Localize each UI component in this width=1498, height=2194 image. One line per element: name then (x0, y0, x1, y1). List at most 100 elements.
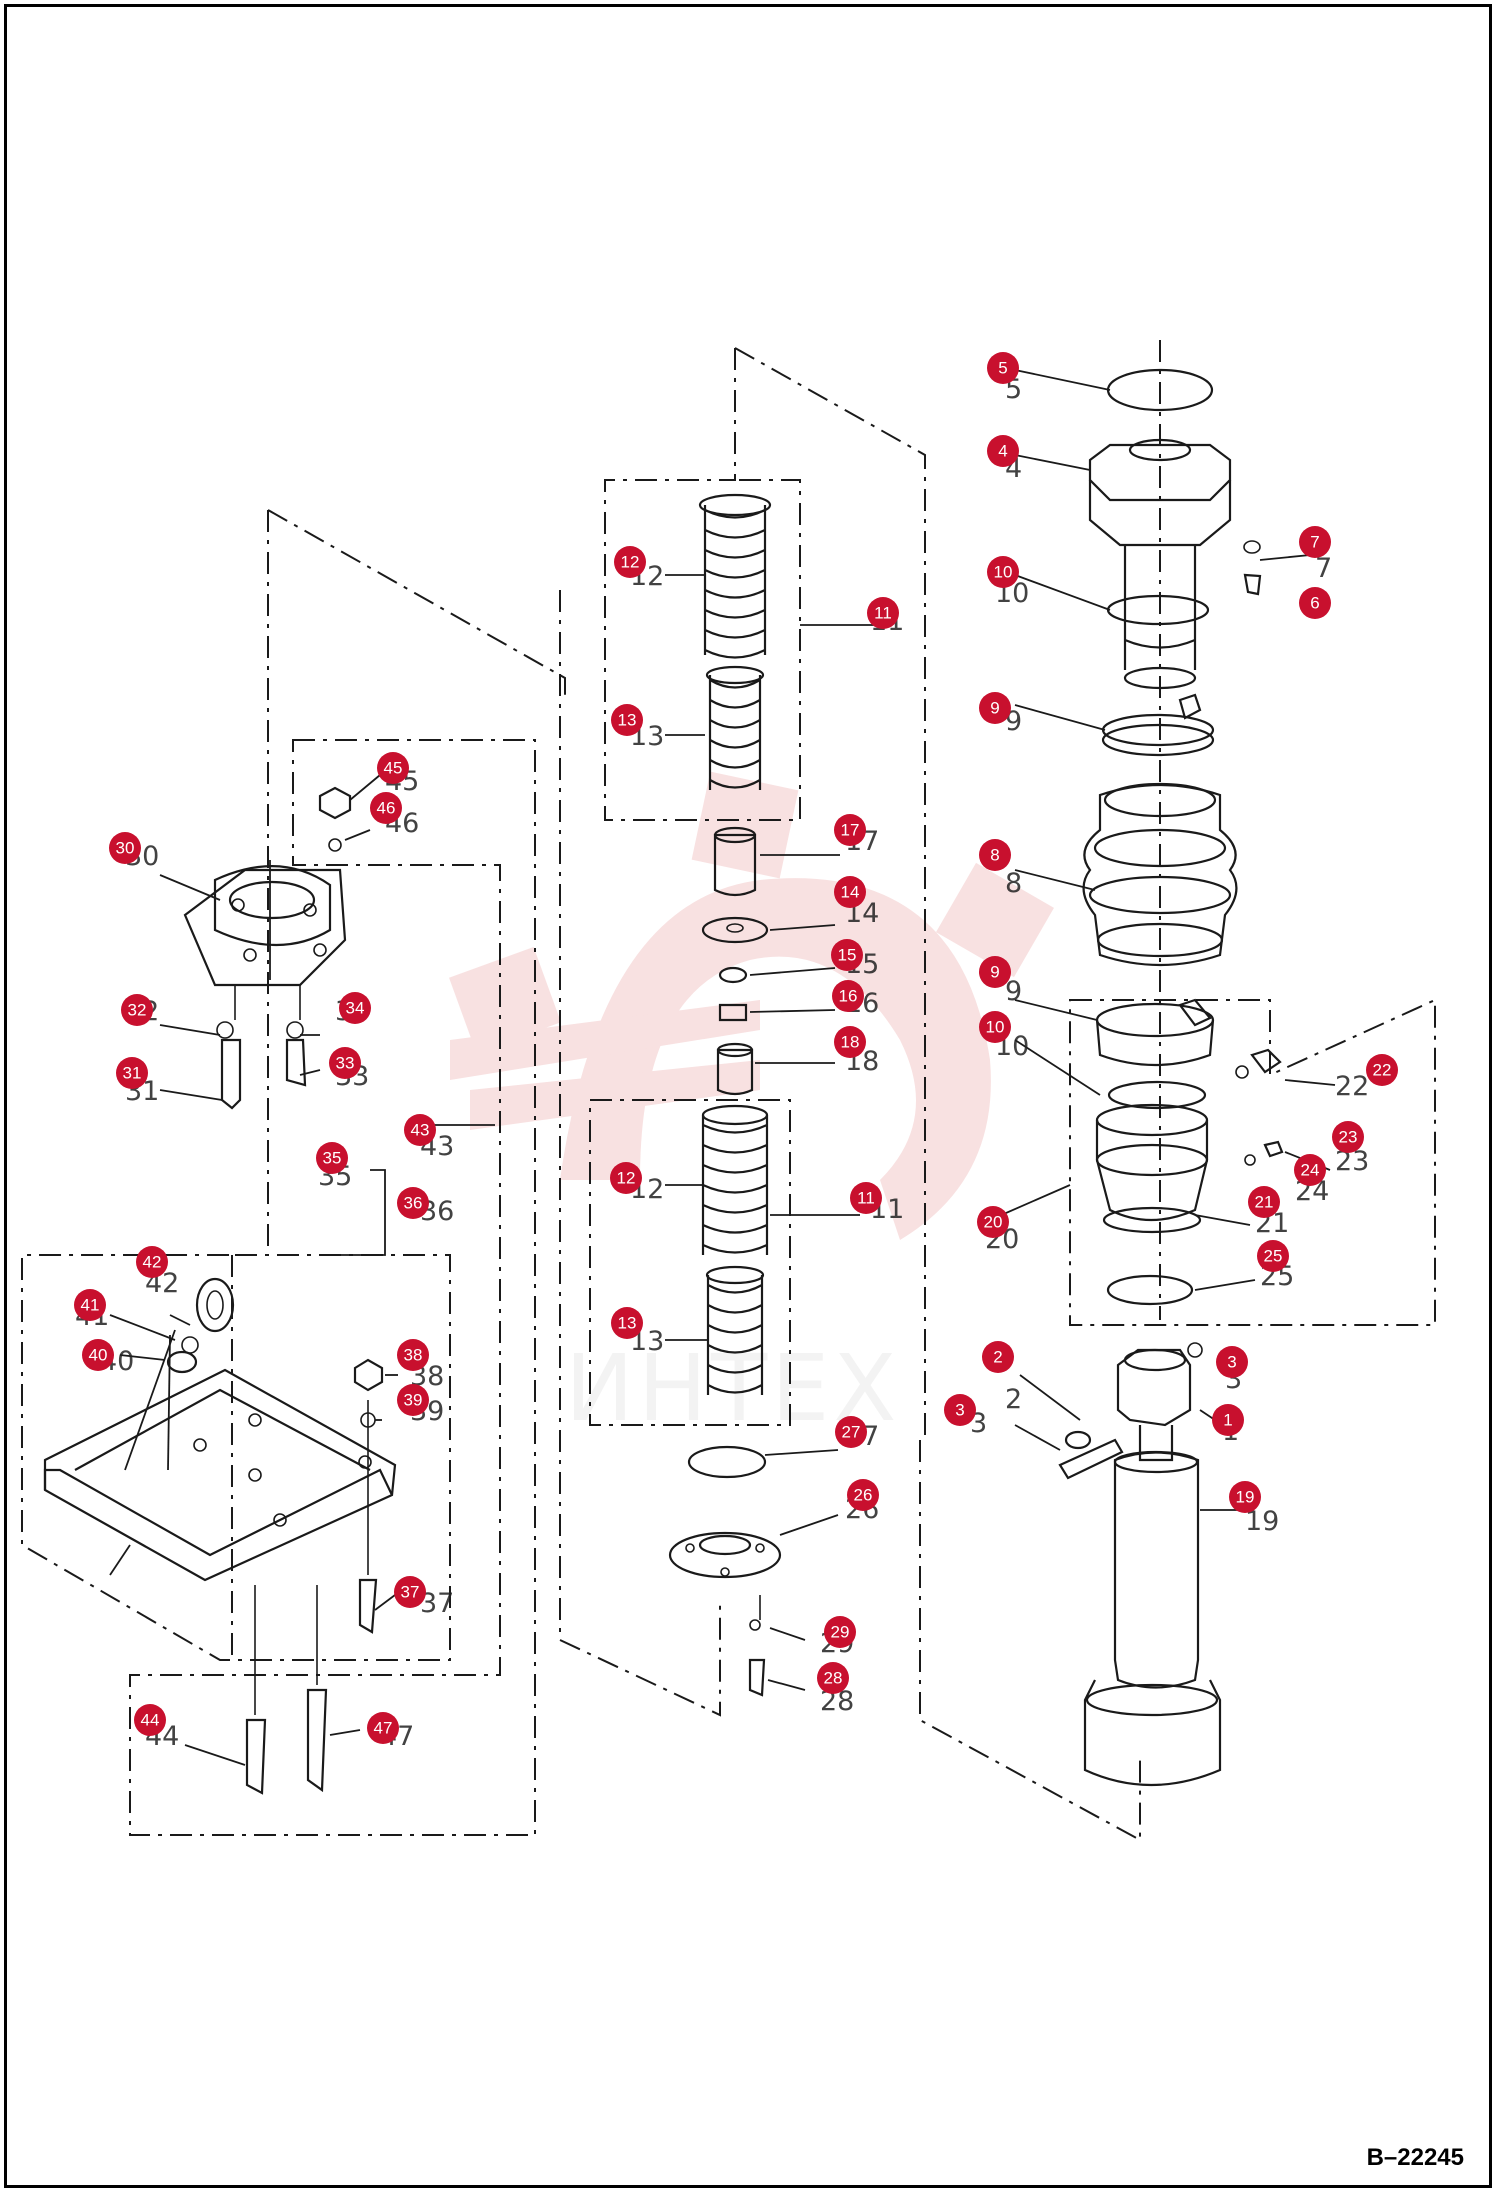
callout-44[interactable]: 44 (134, 1704, 166, 1736)
callout-23[interactable]: 23 (1332, 1121, 1364, 1153)
part-seat-handle-nut (166, 1277, 235, 1374)
callout-36[interactable]: 36 (397, 1187, 429, 1219)
svg-text:10: 10 (994, 563, 1013, 582)
callout-12b[interactable]: 12 (610, 1162, 642, 1194)
svg-text:30: 30 (116, 839, 135, 858)
callout-13b[interactable]: 13 (611, 1307, 643, 1339)
callout-37[interactable]: 37 (394, 1576, 426, 1608)
svg-text:19: 19 (1236, 1488, 1255, 1507)
svg-text:46: 46 (377, 799, 396, 818)
callout-3a[interactable]: 3 (1216, 1346, 1248, 1378)
callout-19[interactable]: 19 (1229, 1481, 1261, 1513)
callout-17[interactable]: 17 (834, 814, 866, 846)
callout-34[interactable]: 34 (339, 992, 371, 1024)
svg-text:24: 24 (1301, 1161, 1320, 1180)
callout-3b[interactable]: 3 (944, 1394, 976, 1426)
svg-text:23: 23 (1339, 1128, 1358, 1147)
svg-text:27: 27 (842, 1423, 861, 1442)
drawing-number: B–22245 (1366, 2144, 1464, 2171)
svg-text:36: 36 (404, 1194, 423, 1213)
callout-25[interactable]: 25 (1257, 1240, 1289, 1272)
callout-13a[interactable]: 13 (611, 704, 643, 736)
callout-38[interactable]: 38 (397, 1339, 429, 1371)
svg-text:20: 20 (984, 1213, 1003, 1232)
callout-10b[interactable]: 10 (979, 1011, 1011, 1043)
callout-4[interactable]: 4 (987, 435, 1019, 467)
part-side-screw (1243, 540, 1262, 596)
callout-10a[interactable]: 10 (987, 556, 1019, 588)
svg-text:35: 35 (323, 1149, 342, 1168)
callout-5[interactable]: 5 (987, 352, 1019, 384)
svg-text:9: 9 (990, 699, 999, 718)
callout-27[interactable]: 27 (835, 1416, 867, 1448)
part-flange-bolts (216, 985, 307, 1110)
callout-20[interactable]: 20 (977, 1206, 1009, 1238)
callouts: 1 2 3 3 4 5 6 7 8 9 9 10 10 11 11 12 12 … (74, 352, 1398, 1744)
svg-text:33: 33 (336, 1054, 355, 1073)
svg-text:13: 13 (618, 1314, 637, 1333)
callout-39[interactable]: 39 (397, 1384, 429, 1416)
part-lower-springs (701, 1104, 769, 1395)
callout-15[interactable]: 15 (831, 939, 863, 971)
svg-text:10: 10 (986, 1018, 1005, 1037)
watermark-logo: ИНТЕХ (449, 771, 1054, 1442)
callout-47[interactable]: 47 (367, 1712, 399, 1744)
callout-22[interactable]: 22 (1366, 1054, 1398, 1086)
svg-text:5: 5 (998, 359, 1007, 378)
callout-33[interactable]: 33 (329, 1047, 361, 1079)
part-bellows (1082, 782, 1238, 967)
svg-text:16: 16 (839, 987, 858, 1006)
callout-7[interactable]: 7 (1299, 526, 1331, 558)
callout-28[interactable]: 28 (817, 1662, 849, 1694)
callout-16[interactable]: 16 (832, 980, 864, 1012)
part-center-bushings (701, 826, 769, 1096)
svg-text:44: 44 (141, 1711, 160, 1730)
callout-21[interactable]: 21 (1248, 1186, 1280, 1218)
svg-text:9: 9 (1005, 976, 1022, 1007)
callout-40[interactable]: 40 (82, 1339, 114, 1371)
callout-9a[interactable]: 9 (979, 692, 1011, 724)
svg-text:3: 3 (955, 1401, 964, 1420)
callout-29[interactable]: 29 (824, 1616, 856, 1648)
part-lower-clamp (1095, 998, 1215, 1110)
drawing-frame (4, 4, 1492, 2188)
callout-30[interactable]: 30 (109, 832, 141, 864)
callout-31[interactable]: 31 (116, 1057, 148, 1089)
svg-text:45: 45 (384, 759, 403, 778)
callout-42[interactable]: 42 (136, 1246, 168, 1278)
svg-text:2: 2 (1005, 1384, 1022, 1415)
svg-text:7: 7 (1315, 553, 1332, 584)
svg-text:11: 11 (857, 1189, 875, 1208)
callout-46[interactable]: 46 (370, 792, 402, 824)
callout-2[interactable]: 2 (982, 1341, 1014, 1373)
svg-text:21: 21 (1255, 1193, 1274, 1212)
svg-text:6: 6 (1310, 594, 1319, 613)
svg-text:31: 31 (123, 1064, 142, 1083)
svg-text:28: 28 (824, 1669, 843, 1688)
callout-14[interactable]: 14 (834, 876, 866, 908)
callout-35[interactable]: 35 (316, 1142, 348, 1174)
callout-24[interactable]: 24 (1294, 1154, 1326, 1186)
svg-text:4: 4 (998, 442, 1007, 461)
callout-26[interactable]: 26 (847, 1479, 879, 1511)
svg-text:11: 11 (874, 604, 892, 623)
svg-text:12: 12 (621, 553, 640, 572)
svg-text:14: 14 (841, 883, 860, 902)
part-upper-clamp (1101, 693, 1215, 757)
svg-text:2: 2 (993, 1348, 1002, 1367)
callout-12a[interactable]: 12 (614, 546, 646, 578)
callout-11a[interactable]: 11 (867, 597, 899, 629)
callout-43[interactable]: 43 (404, 1114, 436, 1146)
callout-11b[interactable]: 11 (850, 1182, 882, 1214)
part-upper-springs (698, 493, 772, 790)
callout-18[interactable]: 18 (834, 1026, 866, 1058)
callout-41[interactable]: 41 (74, 1289, 106, 1321)
svg-text:7: 7 (1310, 533, 1319, 552)
callout-1[interactable]: 1 (1212, 1404, 1244, 1436)
callout-8[interactable]: 8 (979, 839, 1011, 871)
callout-6[interactable]: 6 (1299, 587, 1331, 619)
svg-text:41: 41 (81, 1296, 100, 1315)
callout-32[interactable]: 32 (121, 994, 153, 1026)
callout-45[interactable]: 45 (377, 752, 409, 784)
callout-9b[interactable]: 9 (979, 956, 1011, 988)
